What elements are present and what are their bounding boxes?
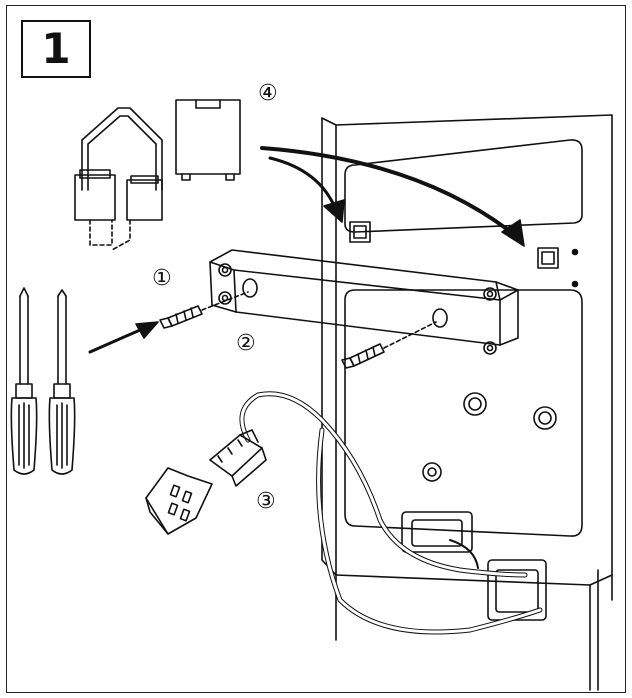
- power-cord: [239, 391, 543, 635]
- refrigerator-back-panel: [321, 114, 613, 691]
- plug-adapter: [145, 467, 213, 535]
- wall-bracket: [209, 249, 519, 355]
- cable-clip-assembly: [74, 99, 241, 251]
- figure-frame: 1: [6, 5, 626, 693]
- callout-4: ④: [258, 81, 278, 106]
- pointer-arrow: [88, 321, 159, 354]
- power-plug: [209, 429, 267, 487]
- callout-3: ③: [256, 489, 276, 514]
- step-number: 1: [41, 24, 71, 73]
- callout-1: ①: [152, 266, 172, 291]
- wall-anchor-screws: [159, 291, 437, 369]
- callout-2: ②: [236, 331, 256, 356]
- insertion-arrows: [260, 146, 525, 247]
- screwdriver-flathead: [48, 289, 76, 475]
- step-number-box: 1: [21, 20, 91, 78]
- screwdriver-phillips: [10, 287, 38, 475]
